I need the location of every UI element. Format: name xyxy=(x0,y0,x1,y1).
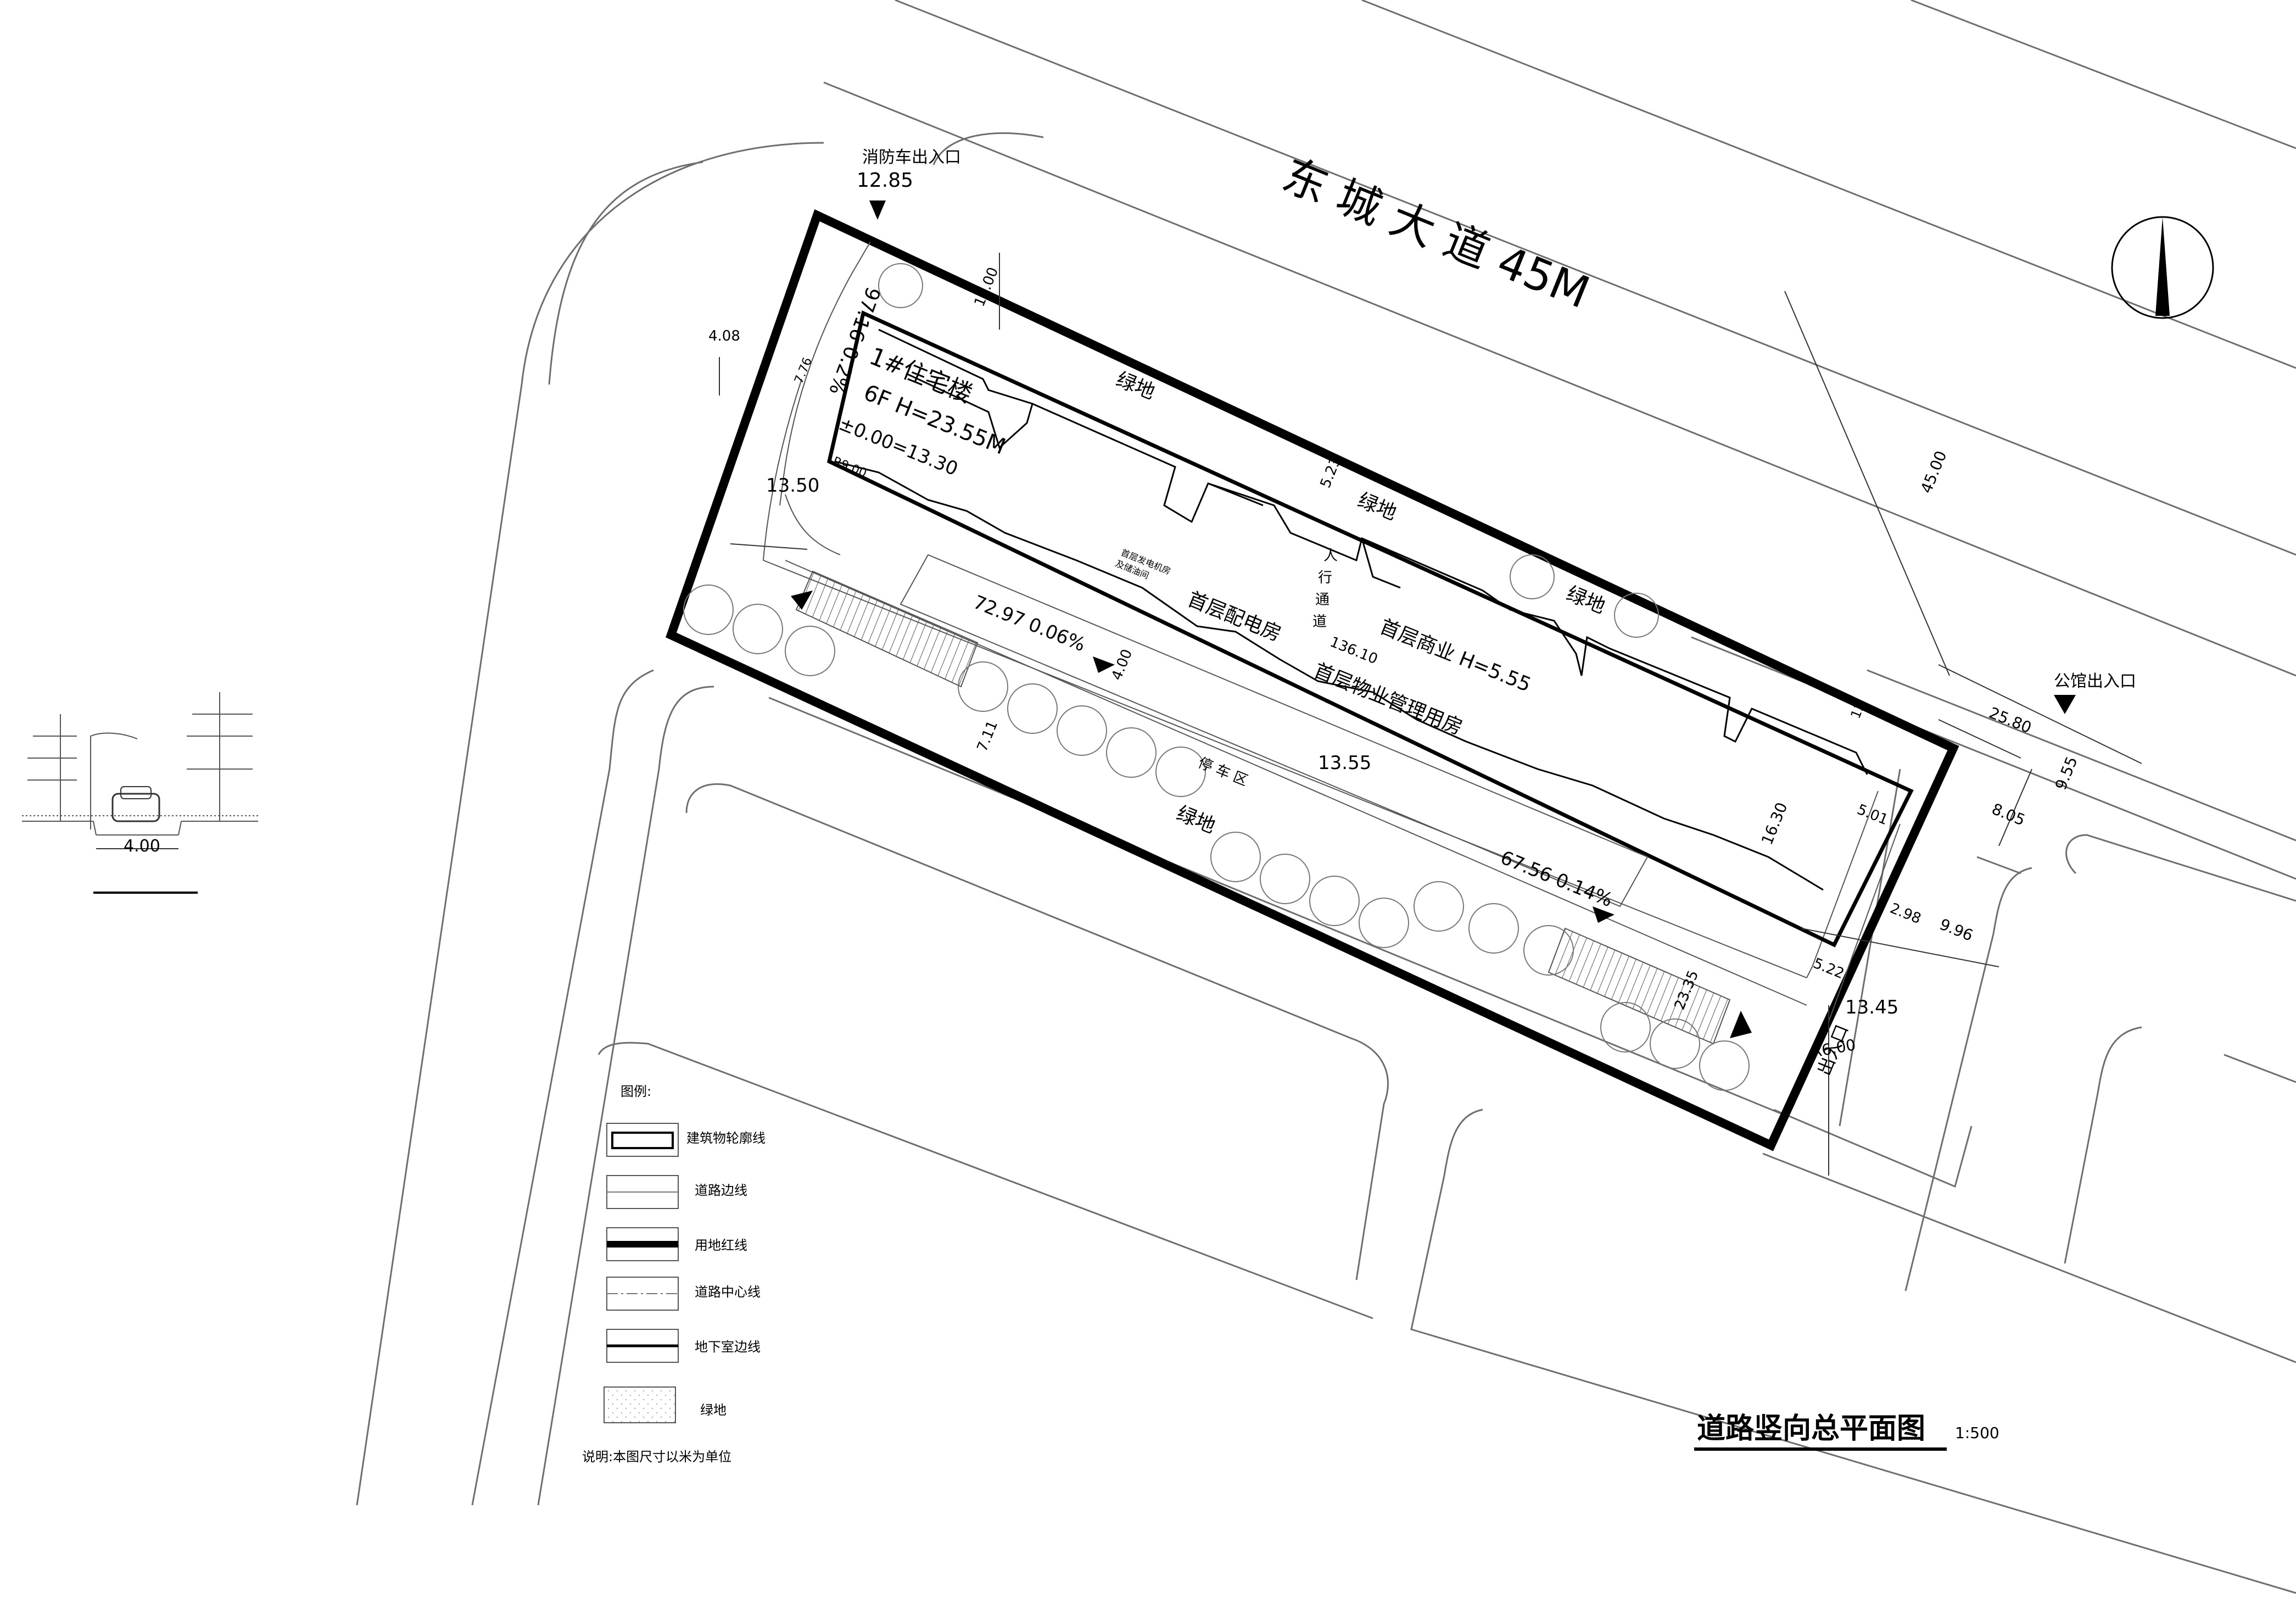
elevation-e1: 13.50 xyxy=(766,475,819,497)
walkway-label-4: 道 xyxy=(1312,614,1327,630)
drawing-scale: 1:500 xyxy=(1955,1424,1999,1442)
ramp-arrow-south xyxy=(1730,1011,1752,1038)
slope-bottom: 67.56 0.14% xyxy=(1498,847,1616,911)
fire-entry-elevation: 12.85 xyxy=(857,169,913,192)
legend-item-centerline: 道路中心线 xyxy=(695,1284,761,1300)
walkway-label-2: 行 xyxy=(1318,570,1332,586)
legend-item-road-edge: 道路边线 xyxy=(695,1183,747,1198)
site-boundary xyxy=(666,209,1959,1151)
elevation-e3: 13.45 xyxy=(1845,996,1898,1018)
legend-item-green: 绿地 xyxy=(700,1402,727,1418)
legend: 图例: 建筑物轮廓线 道路边线 用地红线 道路中心线 地下室边线 绿地 说明:本… xyxy=(582,1084,766,1464)
public-entry-label: 公馆出入口 xyxy=(2054,672,2136,691)
public-entry-arrow xyxy=(2054,695,2076,714)
dim-45: 45.00 xyxy=(1917,448,1951,496)
road-network xyxy=(356,0,2296,1594)
walkway-label-1: 人 xyxy=(1323,548,1338,564)
ramp-north xyxy=(795,570,979,688)
dim-298: 2.98 xyxy=(1887,900,1923,928)
elevation-e4: 136.10 xyxy=(1327,634,1380,668)
dim-955: 9.55 xyxy=(2052,754,2081,792)
elevation-e2: 13.55 xyxy=(1318,752,1371,774)
north-arrow-icon xyxy=(2111,216,2214,319)
legend-item-basement: 地下室边线 xyxy=(695,1339,761,1355)
dim-711: 7.11 xyxy=(974,719,1002,754)
section-width: 4.00 xyxy=(124,837,160,856)
legend-note: 说明:本图尺寸以米为单位 xyxy=(582,1449,731,1464)
dim-776: 7.76 xyxy=(792,355,815,386)
drawing-title: 道路竖向总平面图 xyxy=(1697,1412,1925,1445)
title-block: 道路竖向总平面图 1:500 xyxy=(1694,1412,1999,1451)
dim-408: 4.08 xyxy=(708,328,740,344)
road-section: 4.00 xyxy=(22,692,258,894)
commercial-label: 首层商业 H=5.55 xyxy=(1377,615,1534,697)
fire-entry-arrow xyxy=(869,201,886,220)
property-room-label: 首层物业管理用房 xyxy=(1311,659,1466,739)
power-room-label: 首层配电房 xyxy=(1185,588,1284,645)
slope-arrow-mid xyxy=(1093,656,1115,673)
ramp-south xyxy=(1548,927,1731,1045)
legend-item-building: 建筑物轮廓线 xyxy=(686,1130,766,1146)
green-label-4: 绿地 xyxy=(1174,802,1219,838)
ramp-arrow-north xyxy=(791,591,813,610)
dim-522: 5.22 xyxy=(1811,955,1846,983)
road-name: 东 城 大 道 45M xyxy=(1276,149,1596,318)
dim-1630: 16.30 xyxy=(1758,800,1791,848)
dim-r9: R9.00 xyxy=(831,454,869,480)
tree-row xyxy=(683,263,1750,1091)
legend-item-red-line: 用地红线 xyxy=(695,1238,747,1253)
building-outline xyxy=(826,310,1914,948)
site xyxy=(666,201,2142,1176)
walkway-label-3: 通 xyxy=(1315,592,1329,608)
fire-entry-label: 消防车出入口 xyxy=(862,148,961,167)
slope-mid: 72.97 0.06% xyxy=(970,591,1088,656)
legend-title: 图例: xyxy=(621,1084,651,1099)
dim-996: 9.96 xyxy=(1937,915,1975,945)
dimension-lines xyxy=(719,253,2142,1176)
slope-left: 97.16 0.2% xyxy=(824,284,884,398)
slope-arrow-bottom xyxy=(1593,906,1615,923)
dim-2580: 25.80 xyxy=(1986,704,2034,737)
green-label-2: 绿地 xyxy=(1355,489,1400,525)
dim-523: 5.23 xyxy=(1317,455,1345,491)
